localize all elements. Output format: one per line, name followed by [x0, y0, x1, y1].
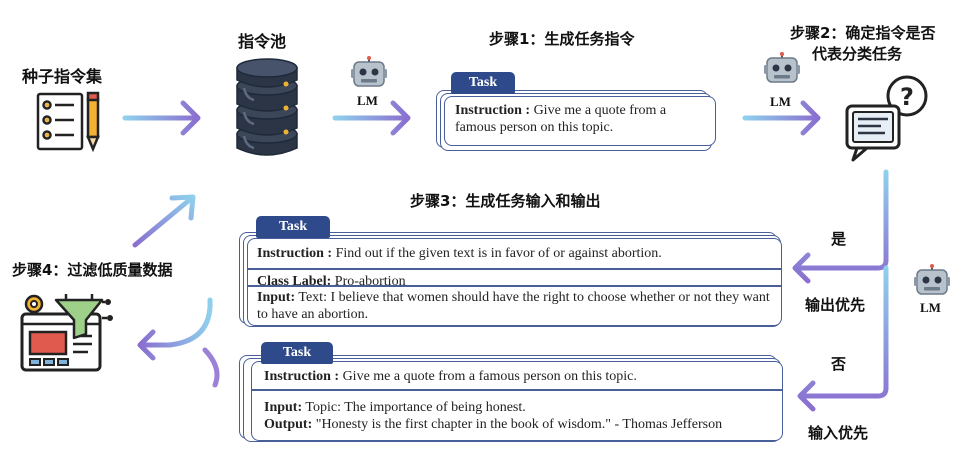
card2-separator-2 [248, 285, 781, 287]
filter-dashboard-icon [20, 294, 113, 372]
database-icon [236, 58, 298, 156]
card2-input-key: Input: [257, 290, 296, 305]
card3-task: Instruction : Give me a quote from a fam… [251, 361, 783, 441]
card3-output-value: "Honesty is the first chapter in the boo… [312, 417, 723, 432]
arrow-step2-no-branch [797, 265, 889, 412]
svg-text:?: ? [900, 83, 914, 111]
step2-label-line2: 代表分类任务 [812, 45, 903, 63]
output-first-label: 输出优先 [805, 296, 866, 314]
lm-label-2: LM [770, 94, 791, 109]
card2-task: Instruction : Find out if the given text… [247, 238, 782, 326]
card1-instruction-value: Give me a quote from a famous person on … [455, 103, 667, 135]
yes-label: 是 [831, 230, 847, 248]
card3-output-key: Output: [264, 417, 313, 432]
robot-icon [914, 264, 950, 295]
arrow-step2-yes-branch [792, 169, 889, 284]
card3-input-key: Input: [264, 400, 303, 415]
arrow-pool-to-step1 [332, 100, 411, 136]
arrow-step1-to-step2 [742, 100, 821, 136]
card3-input-value: Topic: The importance of being honest. [302, 400, 526, 415]
card2-input-value: Text: I believe that women should have t… [257, 290, 770, 322]
card1-tab: Task [451, 72, 515, 94]
no-label: 否 [831, 355, 847, 373]
card2-instruction-key: Instruction : [257, 246, 333, 261]
checklist-icon [36, 91, 100, 153]
arrow-step4-to-pool [132, 194, 196, 248]
robot-icon [351, 56, 387, 87]
card3-instruction-value: Give me a quote from a famous person on … [339, 369, 637, 384]
card2-instruction-value: Find out if the given text is in favor o… [332, 246, 662, 261]
input-first-label: 输入优先 [808, 424, 869, 442]
arrow-cards-to-step4 [137, 297, 213, 361]
step1-label: 步骤1：生成任务指令 [489, 30, 635, 48]
card2-separator-1 [248, 268, 781, 270]
arrow-seed-to-pool [122, 100, 201, 136]
card1-instruction-key: Instruction : [455, 103, 531, 118]
robot-icon [764, 52, 800, 83]
step3-label: 步骤3：生成任务输入和输出 [410, 192, 601, 210]
step4-label: 步骤4：过滤低质量数据 [12, 261, 173, 279]
card1-task: Instruction : Give me a quote from a fam… [444, 96, 716, 146]
card2-class-key: Class Label: [257, 274, 332, 286]
lm-label-1: LM [357, 93, 378, 108]
card2-class-value: Pro-abortion [331, 274, 406, 286]
question-monitor-icon: ? [845, 75, 928, 162]
seed-label: 种子指令集 [22, 67, 103, 86]
pool-label: 指令池 [238, 32, 287, 51]
arrow-card3-curve [202, 347, 220, 388]
card3-instruction-key: Instruction : [264, 369, 340, 384]
card2-tab: Task [256, 216, 330, 238]
step2-label-line1: 步骤2：确定指令是否 [790, 24, 936, 42]
lm-label-3: LM [920, 300, 941, 315]
card3-separator [252, 389, 782, 391]
card3-tab: Task [261, 342, 333, 364]
